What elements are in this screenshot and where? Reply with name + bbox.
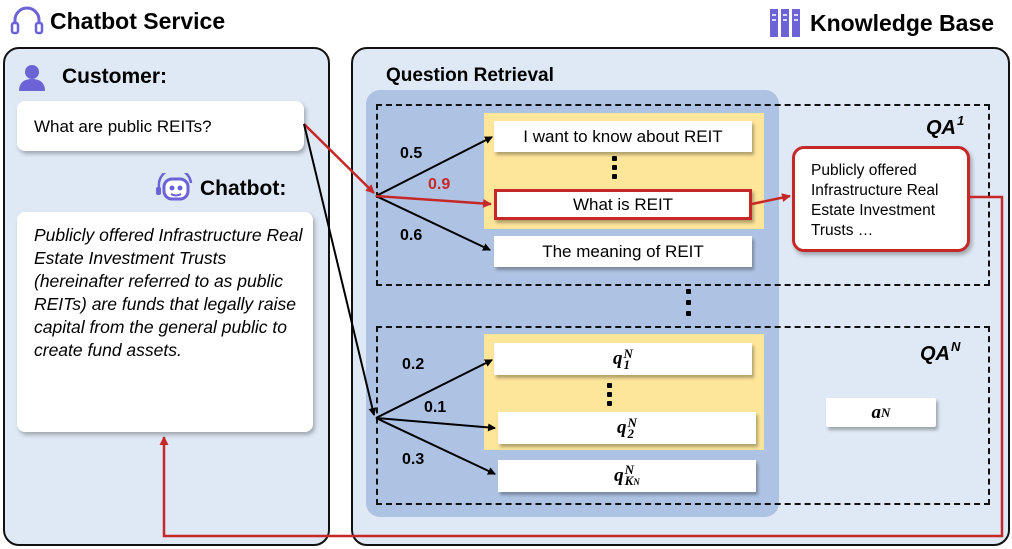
chatbot-service-title: Chatbot Service [50,8,226,34]
headset-icon [10,6,44,38]
qa1-score-3: 0.6 [400,227,423,244]
qa1-question-1: I want to know about REIT [494,121,752,152]
vertical-ellipsis [612,156,618,179]
customer-label: Customer: [62,65,168,88]
qa1-label: QA1 [926,113,965,139]
vertical-ellipsis [607,383,613,406]
qaN-label: QAN [920,339,961,365]
knowledge-base-icon [769,8,801,38]
qa1-answer-text: Publicly offered Infrastructure Real Est… [811,162,939,239]
customer-icon [17,64,47,92]
qa1-score-1: 0.5 [400,145,423,162]
group-ellipsis [686,289,692,316]
chatbot-label: Chatbot: [200,177,287,200]
chatbot-icon [155,173,197,205]
customer-question-text: What are public REITs? [34,117,212,136]
qa1-question-3: The meaning of REIT [494,236,752,267]
qaN-score-3: 0.3 [402,451,425,468]
chatbot-answer-text: Publicly offered Infrastructure Real Est… [34,225,303,360]
question-retrieval-title: Question Retrieval [386,65,554,86]
customer-question-bubble: What are public REITs? [17,101,304,151]
qaN-score-1: 0.2 [402,356,425,373]
qaN-score-2: 0.1 [424,399,447,416]
knowledge-base-title: Knowledge Base [810,10,995,36]
chatbot-answer-bubble: Publicly offered Infrastructure Real Est… [17,212,313,432]
qa1-score-2: 0.9 [428,176,451,193]
qa1-question-2-selected: What is REIT [494,189,752,220]
qa1-answer-box: Publicly offered Infrastructure Real Est… [792,146,970,252]
